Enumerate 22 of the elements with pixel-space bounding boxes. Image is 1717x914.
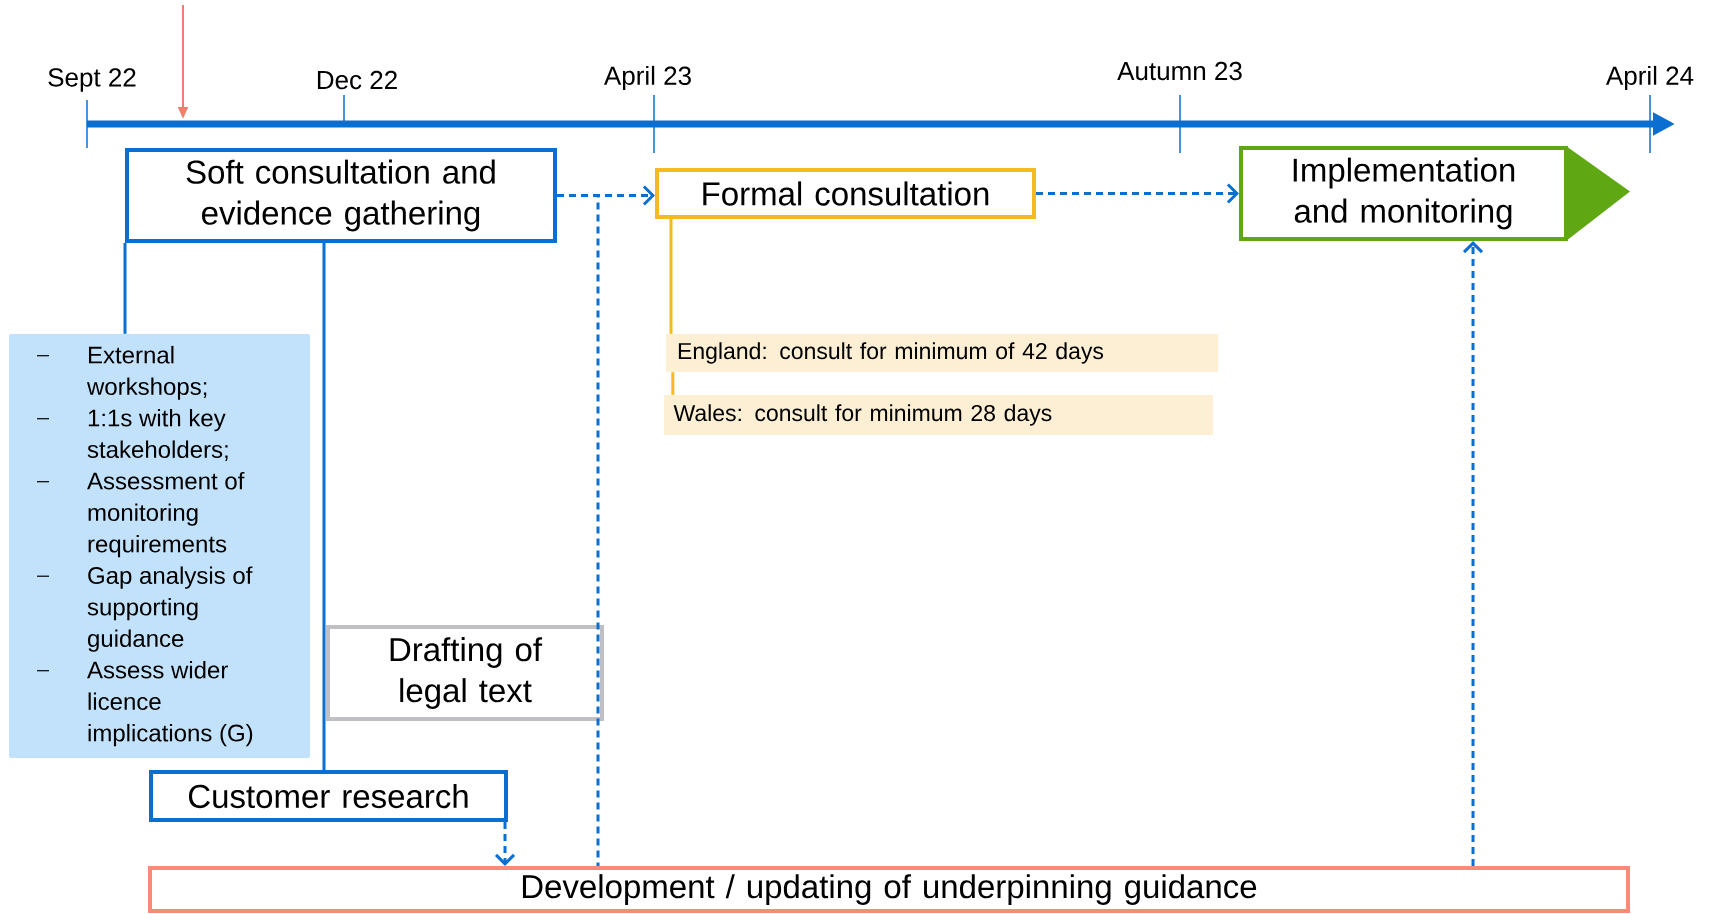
tick-label: April 23 bbox=[604, 65, 691, 91]
tick-label: Autumn 23 bbox=[1117, 61, 1242, 81]
process-box: Development / updating of underpinning guidance bbox=[148, 866, 1630, 913]
tick-label: April 24 bbox=[1606, 65, 1694, 91]
process-box: Drafting of legal text bbox=[326, 625, 604, 721]
connector-line bbox=[669, 219, 673, 334]
connector-line bbox=[557, 194, 600, 866]
connector-line bbox=[322, 243, 326, 770]
process-arrow-box: Implementation and monitoring bbox=[1239, 146, 1630, 241]
process-box: Customer research bbox=[149, 770, 508, 822]
activity-list-box: External workshops; 1:1s with key stakeholders; Assessment of monitoring requirements Gap analysis of supporting guidance Assess wider licence implications (G) bbox=[9, 334, 310, 758]
arrow bbox=[1036, 183, 1239, 204]
connector-line bbox=[123, 243, 127, 334]
connector-line bbox=[671, 372, 675, 395]
arrow bbox=[1462, 241, 1484, 866]
tick-label: Dec 22 bbox=[317, 70, 397, 90]
tick-label: Sept 22 bbox=[48, 68, 136, 92]
process-box: Formal consultation bbox=[655, 168, 1036, 219]
process-box: Soft consultation and evidence gathering bbox=[125, 148, 557, 243]
arrow bbox=[494, 822, 516, 866]
note-box: England: consult for minimum of 42 days bbox=[666, 334, 1218, 372]
note-box: Wales: consult for minimum 28 days bbox=[664, 395, 1213, 435]
